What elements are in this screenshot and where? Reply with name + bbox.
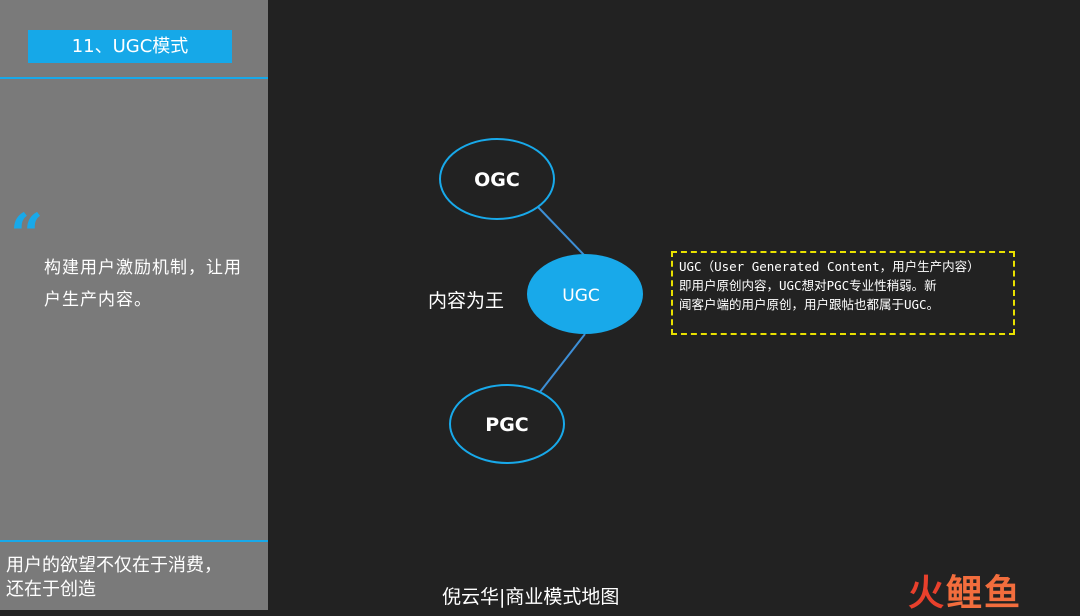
node-pgc-label: PGC bbox=[485, 414, 528, 436]
description-box: UGC（User Generated Content，用户生产内容） 即用户原创… bbox=[671, 251, 1015, 335]
node-ogc-label: OGC bbox=[474, 169, 520, 191]
node-pgc bbox=[449, 384, 565, 464]
description-line: 闻客户端的用户原创，用户跟帖也都属于UGC。 bbox=[679, 297, 940, 312]
node-ogc bbox=[439, 138, 555, 220]
connector-ogc-ugc bbox=[537, 206, 586, 257]
quote-icon: “ bbox=[10, 201, 44, 269]
node-ugc-label: UGC bbox=[562, 286, 600, 306]
bottom-divider bbox=[0, 540, 268, 542]
sidebar-footer-text: 用户的欲望不仅在于消费， 还在于创造 bbox=[6, 554, 261, 602]
description-line: 即用户原创内容，UGC想对PGC专业性稍弱。新 bbox=[679, 278, 937, 293]
brand-watermark: 火鲤鱼 bbox=[908, 564, 1022, 616]
quote-line: 户生产内容。 bbox=[44, 290, 152, 310]
quote-text: 构建用户激励机制，让用 户生产内容。 bbox=[44, 252, 254, 316]
connector-ugc-pgc bbox=[539, 333, 586, 393]
center-label: 内容为王 bbox=[428, 290, 505, 312]
node-ugc bbox=[527, 254, 643, 334]
description-line: UGC（User Generated Content，用户生产内容） bbox=[679, 259, 980, 274]
footer-line: 还在于创造 bbox=[6, 579, 96, 600]
sidebar: 11、UGC模式 “ 构建用户激励机制，让用 户生产内容。 用户的欲望不仅在于消… bbox=[0, 0, 268, 610]
brand-part2: 鲤鱼 bbox=[946, 573, 1023, 614]
brand-part1: 火 bbox=[908, 573, 947, 614]
section-title: 11、UGC模式 bbox=[28, 30, 232, 63]
author-credit: 倪云华|商业模式地图 bbox=[442, 586, 620, 608]
top-divider bbox=[0, 77, 268, 79]
quote-line: 构建用户激励机制，让用 bbox=[44, 258, 242, 278]
footer-line: 用户的欲望不仅在于消费， bbox=[6, 555, 222, 576]
